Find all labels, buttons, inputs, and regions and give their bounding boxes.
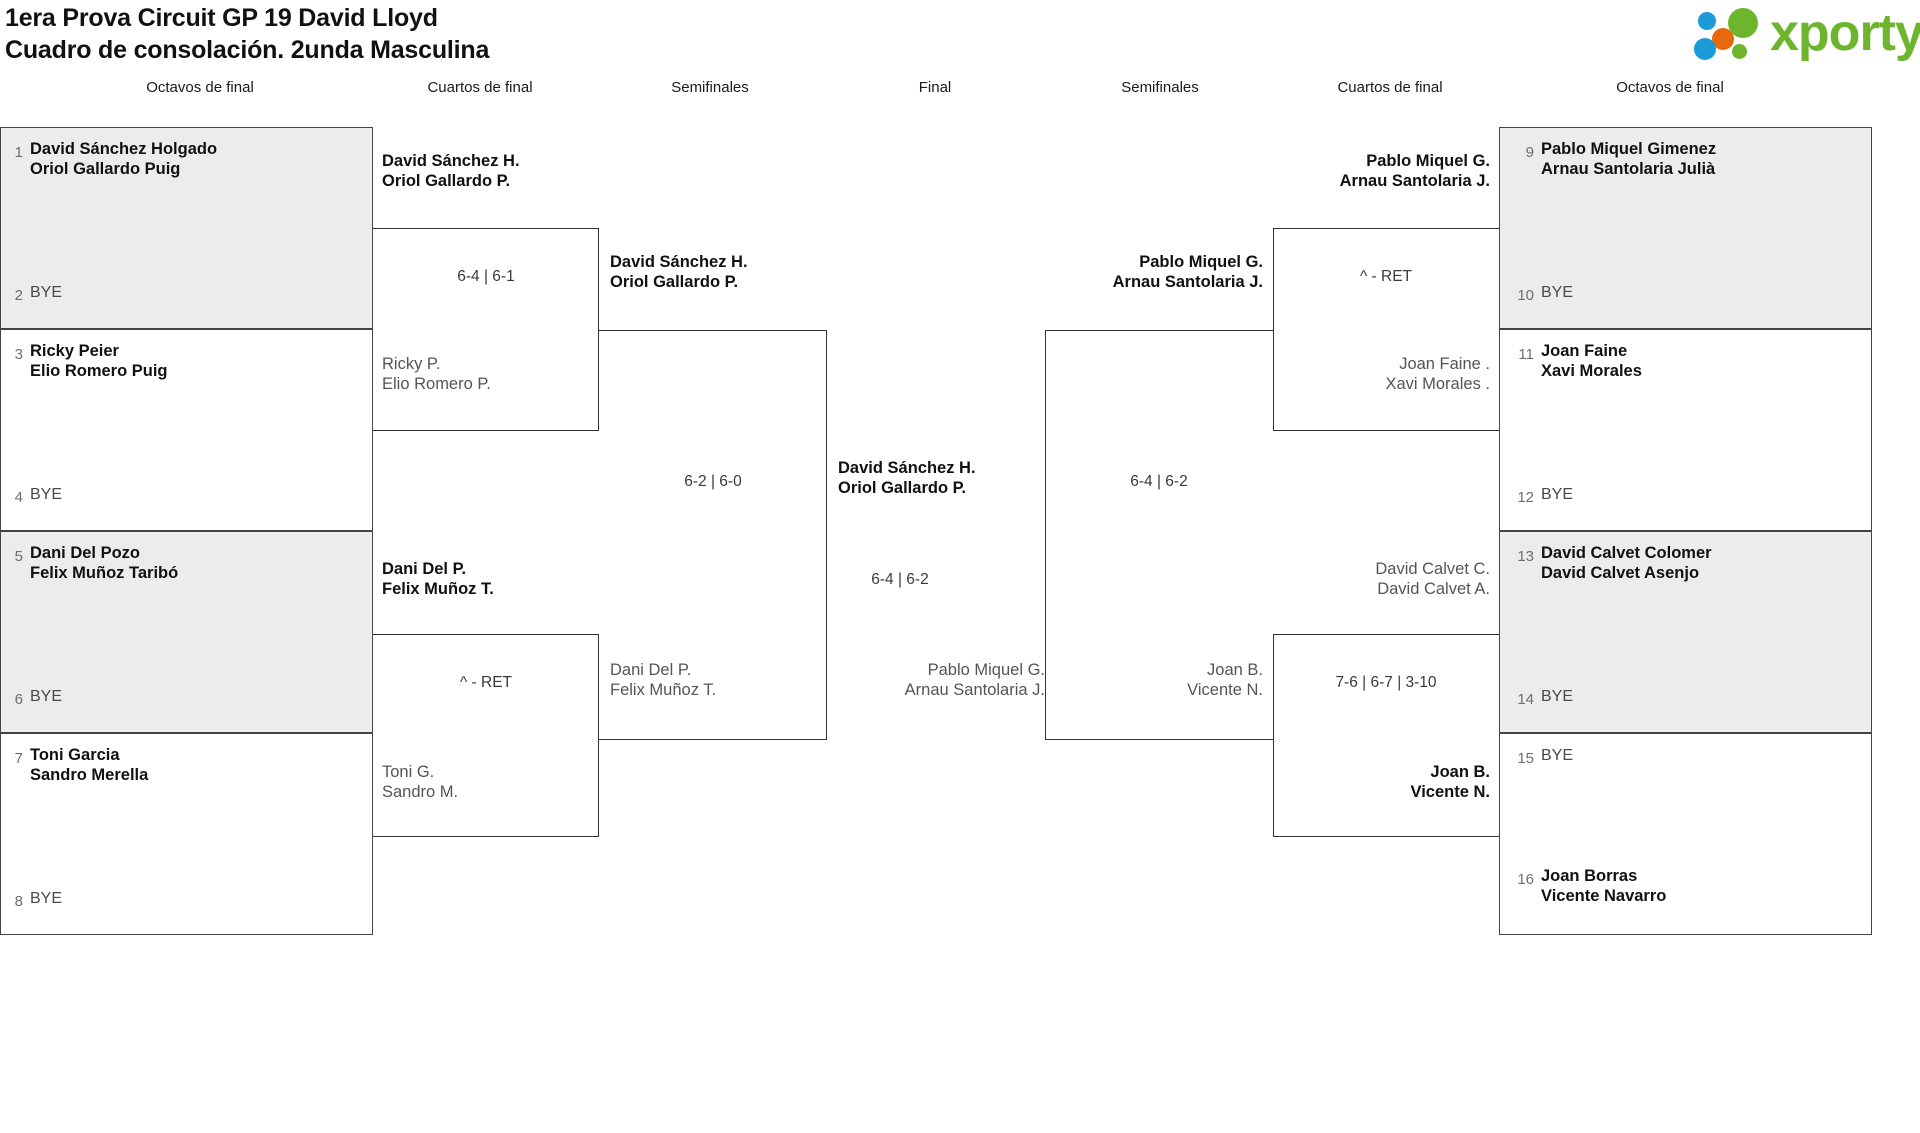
seed-number: 12	[1517, 489, 1534, 506]
final-winner[interactable]: David Sánchez H. Oriol Gallardo P.	[838, 459, 976, 497]
seed-entry-9[interactable]: 9 Pablo Miquel Gimenez Arnau Santolaria …	[1500, 140, 1871, 179]
seed-box-11-12[interactable]: 11 Joan Faine Xavi Morales 12 BYE	[1499, 329, 1872, 531]
seed-entry-3[interactable]: 3 Ricky Peier Elio Romero Puig	[1, 342, 372, 381]
qf-right-1-score: ^ - RET	[1359, 268, 1413, 285]
seed-number: 8	[14, 893, 23, 910]
round-header-sf-left: Semifinales	[671, 79, 749, 96]
seed-number: 6	[14, 691, 23, 708]
qf-left-1-connector	[373, 228, 599, 431]
final-score: 6-4 | 6-2	[871, 571, 929, 588]
qf-left-1-loser[interactable]: Ricky P. Elio Romero P.	[382, 355, 491, 393]
seed-entry-13[interactable]: 13 David Calvet Colomer David Calvet Ase…	[1500, 544, 1871, 583]
seed-number: 10	[1517, 287, 1534, 304]
qf-left-2-loser[interactable]: Toni G. Sandro M.	[382, 763, 459, 801]
qf-left-1-score: 6-4 | 6-1	[457, 268, 515, 285]
seed-names: Dani Del Pozo Felix Muñoz Taribó	[30, 544, 179, 582]
logo-wordmark: xporty	[1770, 4, 1920, 62]
final-loser[interactable]: Pablo Miquel G. Arnau Santolaria J.	[904, 661, 1045, 699]
seed-names: Pablo Miquel Gimenez Arnau Santolaria Ju…	[1541, 140, 1717, 178]
seed-number: 3	[14, 346, 23, 363]
qf-right-2-connector	[1273, 634, 1499, 837]
seed-names: David Sánchez Holgado Oriol Gallardo Pui…	[30, 140, 218, 178]
seed-box-1-2[interactable]: 1 David Sánchez Holgado Oriol Gallardo P…	[0, 127, 373, 329]
seed-box-5-6[interactable]: 5 Dani Del Pozo Felix Muñoz Taribó 6 BYE	[0, 531, 373, 733]
sf-left-winner[interactable]: David Sánchez H. Oriol Gallardo P.	[610, 253, 748, 291]
page-title: 1era Prova Circuit GP 19 David Lloyd Cua…	[5, 2, 489, 66]
seed-number: 13	[1517, 548, 1534, 565]
seed-names: BYE	[30, 284, 63, 301]
title-line-2: Cuadro de consolación. 2unda Masculina	[5, 36, 490, 64]
round-header-qf-right: Cuartos de final	[1337, 79, 1443, 96]
seed-number: 2	[14, 287, 23, 304]
qf-left-2-winner[interactable]: Dani Del P. Felix Muñoz T.	[382, 560, 494, 598]
seed-names: BYE	[1541, 486, 1574, 503]
round-header-r16-right: Octavos de final	[1616, 79, 1724, 96]
sf-right-winner[interactable]: Pablo Miquel G. Arnau Santolaria J.	[1112, 253, 1263, 291]
seed-number: 4	[14, 489, 23, 506]
round-header-sf-right: Semifinales	[1121, 79, 1199, 96]
seed-names: David Calvet Colomer David Calvet Asenjo	[1541, 544, 1712, 582]
seed-names: BYE	[1541, 747, 1574, 764]
seed-names: Ricky Peier Elio Romero Puig	[30, 342, 168, 380]
title-line-1: 1era Prova Circuit GP 19 David Lloyd	[5, 4, 438, 32]
sf-right-loser[interactable]: Joan B. Vicente N.	[1187, 661, 1263, 699]
seed-names: Toni Garcia Sandro Merella	[30, 746, 149, 784]
qf-right-1-winner[interactable]: Pablo Miquel G. Arnau Santolaria J.	[1339, 152, 1490, 190]
sf-right-score: 6-4 | 6-2	[1130, 473, 1188, 490]
seed-entry-11[interactable]: 11 Joan Faine Xavi Morales	[1500, 342, 1871, 381]
seed-entry-12[interactable]: 12 BYE	[1500, 485, 1871, 508]
seed-entry-16[interactable]: 16 Joan Borras Vicente Navarro	[1500, 867, 1871, 906]
qf-right-2-winner[interactable]: Joan B. Vicente N.	[1410, 763, 1490, 801]
seed-number: 16	[1517, 871, 1534, 888]
seed-number: 9	[1525, 144, 1534, 161]
round-header-r16-left: Octavos de final	[146, 79, 254, 96]
seed-names: BYE	[30, 688, 63, 705]
page-header: 1era Prova Circuit GP 19 David Lloyd Cua…	[0, 0, 1920, 95]
seed-box-7-8[interactable]: 7 Toni Garcia Sandro Merella 8 BYE	[0, 733, 373, 935]
seed-box-9-10[interactable]: 9 Pablo Miquel Gimenez Arnau Santolaria …	[1499, 127, 1872, 329]
xporty-logo: xporty	[1692, 4, 1920, 64]
qf-left-2-score: ^ - RET	[459, 674, 513, 691]
seed-entry-4[interactable]: 4 BYE	[1, 485, 372, 508]
seed-number: 11	[1518, 346, 1534, 363]
qf-left-2-connector	[373, 634, 599, 837]
qf-right-1-connector	[1273, 228, 1499, 431]
seed-names: BYE	[30, 486, 63, 503]
seed-entry-10[interactable]: 10 BYE	[1500, 283, 1871, 306]
seed-names: Joan Borras Vicente Navarro	[1541, 867, 1667, 905]
qf-right-2-loser[interactable]: David Calvet C. David Calvet A.	[1375, 560, 1490, 598]
seed-entry-14[interactable]: 14 BYE	[1500, 687, 1871, 710]
seed-entry-15[interactable]: 15 BYE	[1500, 746, 1871, 769]
seed-names: Joan Faine Xavi Morales	[1541, 342, 1642, 380]
seed-entry-8[interactable]: 8 BYE	[1, 889, 372, 912]
seed-box-15-16[interactable]: 15 BYE 16 Joan Borras Vicente Navarro	[1499, 733, 1872, 935]
round-header-final: Final	[918, 79, 952, 96]
seed-box-13-14[interactable]: 13 David Calvet Colomer David Calvet Ase…	[1499, 531, 1872, 733]
seed-names: BYE	[1541, 688, 1574, 705]
seed-number: 14	[1517, 691, 1534, 708]
seed-box-3-4[interactable]: 3 Ricky Peier Elio Romero Puig 4 BYE	[0, 329, 373, 531]
qf-right-1-loser[interactable]: Joan Faine . Xavi Morales .	[1385, 355, 1490, 393]
seed-entry-6[interactable]: 6 BYE	[1, 687, 372, 710]
seed-number: 15	[1517, 750, 1534, 767]
seed-number: 5	[14, 548, 23, 565]
qf-right-2-score: 7-6 | 6-7 | 3-10	[1335, 674, 1437, 691]
seed-entry-7[interactable]: 7 Toni Garcia Sandro Merella	[1, 746, 372, 785]
sf-left-score: 6-2 | 6-0	[684, 473, 742, 490]
seed-number: 1	[14, 144, 23, 161]
sf-left-loser[interactable]: Dani Del P. Felix Muñoz T.	[610, 661, 717, 699]
seed-names: BYE	[1541, 284, 1574, 301]
sf-left-connector	[599, 330, 827, 740]
seed-entry-1[interactable]: 1 David Sánchez Holgado Oriol Gallardo P…	[1, 140, 372, 179]
logo-dots-icon	[1692, 6, 1768, 62]
seed-entry-2[interactable]: 2 BYE	[1, 283, 372, 306]
sf-right-connector	[1045, 330, 1273, 740]
qf-left-1-winner[interactable]: David Sánchez H. Oriol Gallardo P.	[382, 152, 520, 190]
seed-number: 7	[14, 750, 23, 767]
seed-names: BYE	[30, 890, 63, 907]
round-header-qf-left: Cuartos de final	[427, 79, 533, 96]
seed-entry-5[interactable]: 5 Dani Del Pozo Felix Muñoz Taribó	[1, 544, 372, 583]
